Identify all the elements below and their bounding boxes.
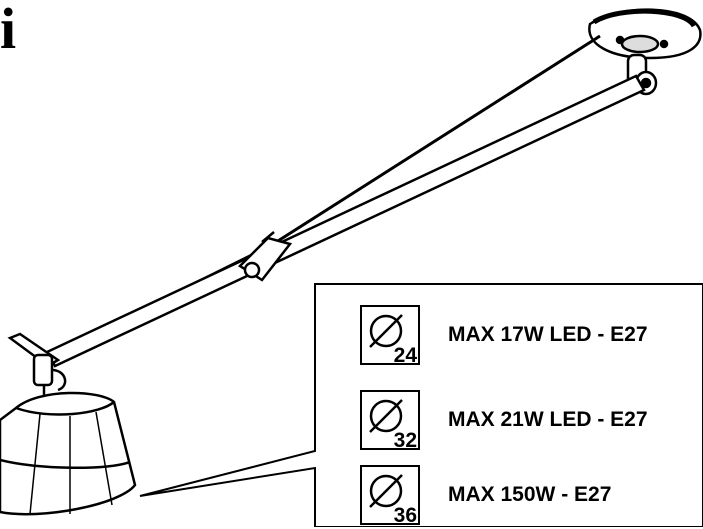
ceiling-canopy <box>588 8 702 60</box>
diameter-value: 36 <box>393 504 417 527</box>
diameter-symbol-icon: 32 <box>360 390 420 452</box>
diameter-value: 24 <box>393 344 417 367</box>
main-arm <box>45 74 646 368</box>
spec-row-2: 32 MAX 21W LED - E27 <box>360 390 700 454</box>
spec-label: MAX 21W LED - E27 <box>448 408 648 431</box>
lamp-head-joint <box>7 332 67 395</box>
diameter-symbol-icon: 24 <box>360 305 420 367</box>
title-letter: i <box>0 0 17 61</box>
spec-label: MAX 150W - E27 <box>448 483 612 506</box>
suspension-cable <box>269 34 601 248</box>
lamp-shade <box>0 391 137 516</box>
spec-label: MAX 17W LED - E27 <box>448 323 648 346</box>
spec-row-1: 24 MAX 17W LED - E27 <box>360 305 700 369</box>
diameter-symbol-icon: 36 <box>360 465 420 527</box>
middle-joint <box>238 231 293 282</box>
diameter-value: 32 <box>393 429 417 452</box>
spec-row-3: 36 MAX 150W - E27 <box>360 465 700 529</box>
callout-frame <box>139 283 703 527</box>
